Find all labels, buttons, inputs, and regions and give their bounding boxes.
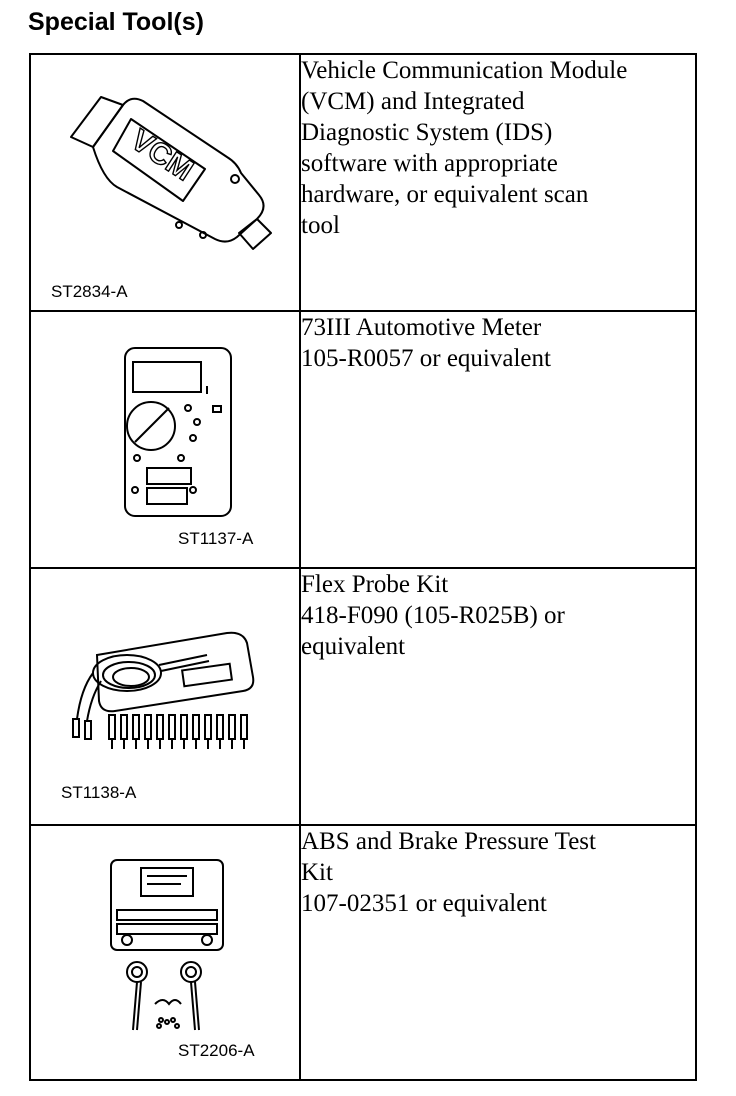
- description-line: equivalent: [301, 633, 406, 660]
- tool-code: ST2206-A: [178, 1041, 255, 1060]
- tool-illustration-cell: ST2206-A: [29, 824, 301, 1081]
- tool-description: Flex Probe Kit 418-F090 (105-R025B) or e…: [299, 567, 697, 826]
- vcm-module-icon: VCM: [70, 96, 272, 250]
- multimeter-icon: [124, 347, 232, 517]
- tool-description: ABS and Brake Pressure Test Kit 107-0235…: [299, 824, 697, 1081]
- tool-code: ST1138-A: [61, 783, 137, 802]
- table-row: VCM ST2834-A Vehicle Communication Modul…: [29, 53, 697, 312]
- description-line: Vehicle Communication Module: [301, 57, 628, 84]
- description-line: 418-F090 (105-R025B) or: [301, 602, 565, 629]
- description-line: ABS and Brake Pressure Test: [301, 828, 596, 855]
- description-line: (VCM) and Integrated: [301, 88, 525, 115]
- tool-illustration-cell: ST1137-A: [29, 310, 301, 569]
- description-line: Flex Probe Kit: [301, 571, 449, 598]
- description-line: Diagnostic System (IDS): [301, 119, 553, 146]
- table-row: ST1137-A 73III Automotive Meter 105-R005…: [29, 310, 697, 569]
- table-row: ST1138-A Flex Probe Kit 418-F090 (105-R0…: [29, 567, 697, 826]
- special-tools-table: VCM ST2834-A Vehicle Communication Modul…: [29, 53, 697, 1081]
- description-line: tool: [301, 212, 340, 239]
- tool-code: ST2834-A: [51, 282, 128, 301]
- description-line: 107-02351 or equivalent: [301, 890, 547, 917]
- pressure-test-kit-icon: [110, 859, 224, 1031]
- description-line: 105-R0057 or equivalent: [301, 345, 551, 372]
- flex-probe-kit-icon: [72, 631, 255, 749]
- tool-description: 73III Automotive Meter 105-R0057 or equi…: [299, 310, 697, 569]
- description-line: software with appropriate: [301, 150, 558, 177]
- vcm-label: VCM: [125, 123, 199, 187]
- tool-description: Vehicle Communication Module (VCM) and I…: [299, 53, 697, 312]
- tool-illustration-cell: ST1138-A: [29, 567, 301, 826]
- tool-illustration-cell: VCM ST2834-A: [29, 53, 301, 312]
- tool-code: ST1137-A: [178, 529, 254, 548]
- description-line: hardware, or equivalent scan: [301, 181, 589, 208]
- description-line: Kit: [301, 859, 333, 886]
- table-row: ST2206-A ABS and Brake Pressure Test Kit…: [29, 824, 697, 1081]
- page-title: Special Tool(s): [28, 8, 204, 36]
- description-line: 73III Automotive Meter: [301, 314, 542, 341]
